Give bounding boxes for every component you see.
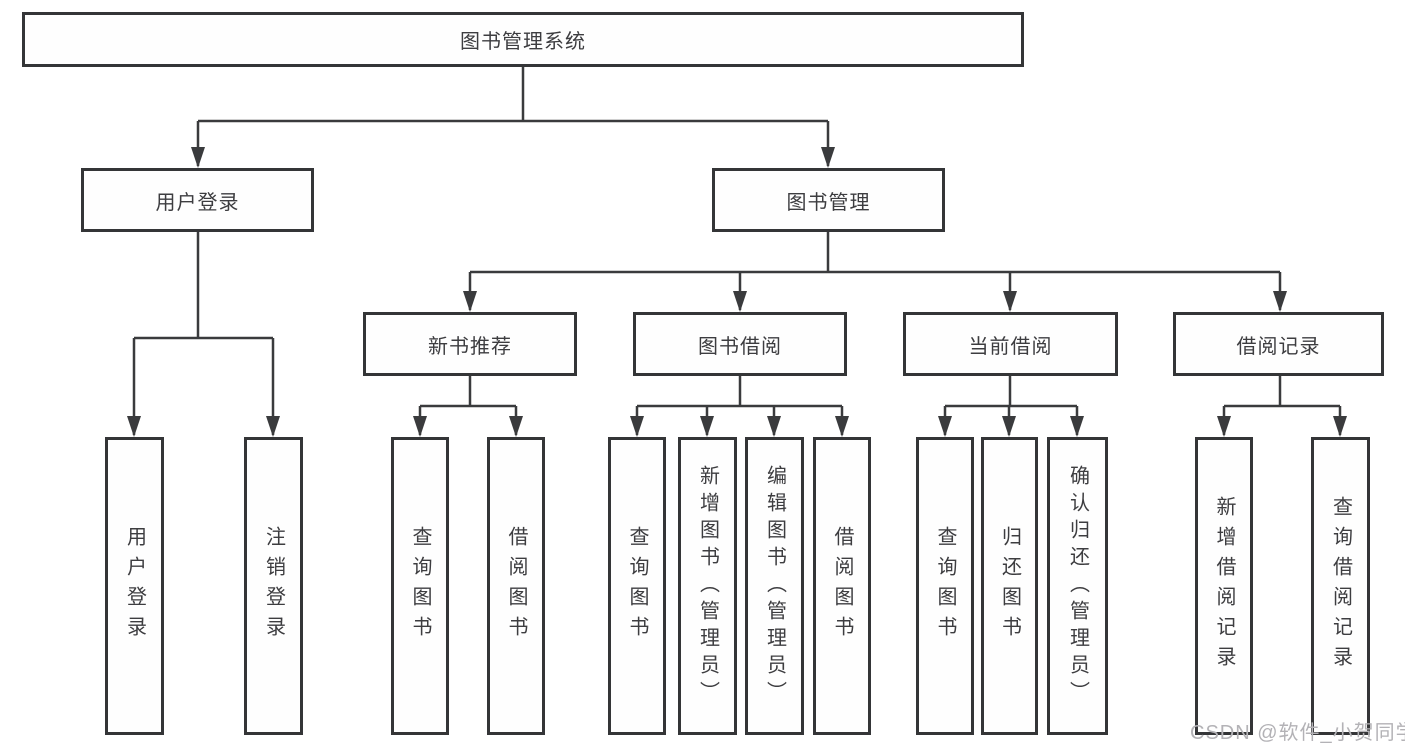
arrow-down-icon — [767, 416, 781, 437]
leaf-confirm-return-admin: 确认归还（管理员） — [1047, 437, 1108, 735]
connector-new-book-recommend — [413, 376, 523, 437]
node-user-login: 用户登录 — [81, 168, 314, 232]
arrow-down-icon — [630, 416, 644, 437]
node-current-borrow: 当前借阅 — [903, 312, 1118, 376]
leaf-logout-label: 注销登录 — [262, 526, 285, 646]
node-borrow-records: 借阅记录 — [1173, 312, 1384, 376]
leaf-query-books-borrow: 查询图书 — [608, 437, 666, 735]
connector-user-login — [127, 232, 280, 437]
arrow-down-icon — [938, 416, 952, 437]
leaf-borrow-books-label: 借阅图书 — [831, 526, 853, 646]
node-root-label: 图书管理系统 — [460, 31, 586, 53]
arrow-down-icon — [127, 416, 141, 437]
leaf-add-book-admin: 新增图书（管理员） — [678, 437, 737, 735]
leaf-query-books-recommend: 查询图书 — [391, 437, 449, 735]
node-user-login-label: 用户登录 — [155, 191, 240, 214]
arrow-down-icon — [1002, 416, 1016, 437]
arrow-down-icon — [463, 291, 477, 312]
leaf-return-book: 归还图书 — [981, 437, 1038, 735]
arrow-down-icon — [835, 416, 849, 437]
arrow-down-icon — [1070, 416, 1084, 437]
leaf-query-borrow-record: 查询借阅记录 — [1311, 437, 1370, 735]
arrow-down-icon — [191, 147, 205, 168]
leaf-add-book-admin-label: 新增图书（管理员） — [696, 464, 719, 708]
watermark-text: CSDN @软件_小贺同学 — [1190, 722, 1405, 744]
arrow-down-icon — [733, 291, 747, 312]
node-book-borrow-label: 图书借阅 — [698, 335, 782, 358]
leaf-add-borrow-record-label: 新增借阅记录 — [1213, 496, 1235, 676]
connector-current-borrow — [938, 376, 1084, 437]
leaf-query-books-current: 查询图书 — [916, 437, 974, 735]
leaf-edit-book-admin: 编辑图书（管理员） — [745, 437, 804, 735]
arrow-down-icon — [266, 416, 280, 437]
arrow-down-icon — [1333, 416, 1347, 437]
leaf-user-login-label: 用户登录 — [123, 526, 146, 646]
leaf-borrow-books-recommend: 借阅图书 — [487, 437, 545, 735]
arrow-down-icon — [1273, 291, 1287, 312]
arrow-down-icon — [1003, 291, 1017, 312]
connector-book-management — [463, 232, 1287, 312]
node-book-borrow: 图书借阅 — [633, 312, 847, 376]
leaf-add-borrow-record: 新增借阅记录 — [1195, 437, 1253, 735]
arrow-down-icon — [700, 416, 714, 437]
leaf-logout: 注销登录 — [244, 437, 303, 735]
leaf-query-borrow-record-label: 查询借阅记录 — [1329, 496, 1352, 676]
leaf-edit-book-admin-label: 编辑图书（管理员） — [763, 464, 786, 708]
leaf-user-login: 用户登录 — [105, 437, 164, 735]
node-new-book-recommend: 新书推荐 — [363, 312, 577, 376]
leaf-return-book-label: 归还图书 — [998, 526, 1021, 646]
node-book-management: 图书管理 — [712, 168, 945, 232]
connector-borrow-records — [1217, 376, 1347, 437]
leaf-query-books-current-label: 查询图书 — [934, 526, 956, 646]
arrow-down-icon — [413, 416, 427, 437]
connector-book-borrow — [630, 376, 849, 437]
node-current-borrow-label: 当前借阅 — [968, 335, 1053, 358]
node-book-management-label: 图书管理 — [786, 191, 871, 214]
leaf-borrow-books: 借阅图书 — [813, 437, 871, 735]
arrow-down-icon — [509, 416, 523, 437]
leaf-confirm-return-admin-label: 确认归还（管理员） — [1066, 464, 1089, 708]
arrow-down-icon — [1217, 416, 1231, 437]
leaf-query-books-borrow-label: 查询图书 — [626, 526, 648, 646]
leaf-query-books-recommend-label: 查询图书 — [409, 526, 431, 646]
node-new-book-recommend-label: 新书推荐 — [428, 335, 512, 358]
leaf-borrow-books-recommend-label: 借阅图书 — [505, 526, 527, 646]
arrow-down-icon — [821, 147, 835, 168]
connector-root — [191, 67, 835, 168]
node-root: 图书管理系统 — [22, 12, 1024, 67]
node-borrow-records-label: 借阅记录 — [1236, 335, 1321, 358]
